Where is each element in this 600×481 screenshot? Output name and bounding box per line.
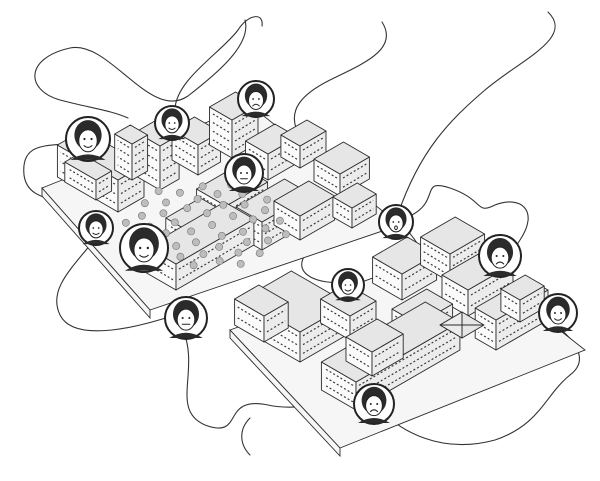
person-avatar: [164, 296, 208, 340]
activity-dot: [159, 209, 168, 218]
person-avatar: [65, 116, 111, 162]
building: [273, 180, 336, 241]
activity-dot: [121, 218, 130, 227]
activity-dot: [183, 204, 192, 212]
person-avatar: [119, 223, 169, 273]
building: [280, 119, 327, 169]
activity-dot: [199, 250, 208, 258]
activity-dot: [261, 206, 269, 215]
activity-dot: [208, 221, 217, 229]
activity-dot: [189, 261, 198, 270]
activity-dot: [215, 257, 224, 265]
activity-dot: [219, 200, 228, 209]
activity-dot-cluster: [121, 180, 290, 270]
activity-dot: [242, 238, 251, 246]
activity-dot: [215, 242, 224, 251]
activity-dot: [263, 195, 271, 204]
person-avatar: [237, 80, 275, 118]
person-avatar: [154, 105, 190, 141]
activity-dot: [255, 249, 264, 257]
building: [114, 124, 149, 181]
building: [332, 182, 377, 229]
building: [345, 318, 404, 377]
activity-dot: [213, 190, 222, 198]
activity-dot: [236, 259, 245, 268]
activity-dot: [172, 242, 181, 250]
person-avatar: [378, 204, 414, 240]
activity-dot: [175, 188, 184, 197]
activity-dot: [154, 187, 163, 195]
person-avatar: [478, 234, 522, 278]
activity-dot: [162, 198, 170, 207]
activity-dot: [264, 236, 272, 245]
activity-dot: [193, 195, 202, 203]
activity-dot: [234, 248, 243, 257]
person-avatar: [538, 293, 578, 333]
activity-dot: [240, 200, 249, 209]
activity-dot: [176, 252, 185, 261]
activity-dot: [281, 230, 290, 239]
avatar-layer: [65, 80, 578, 425]
activity-dot: [229, 212, 237, 220]
activity-dot: [137, 211, 146, 220]
person-avatar: [78, 210, 114, 246]
building: [500, 274, 545, 323]
activity-dot: [249, 215, 257, 224]
activity-dot: [191, 238, 200, 247]
building: [64, 152, 113, 201]
activity-dot: [275, 216, 284, 225]
activity-dot: [239, 227, 247, 236]
building: [234, 284, 289, 343]
person-avatar: [353, 383, 395, 425]
activity-dot: [261, 224, 270, 233]
person-avatar: [224, 153, 264, 193]
activity-dot: [198, 182, 207, 191]
activity-dot: [170, 218, 179, 227]
activity-dot: [203, 209, 211, 218]
pyramid-roof: [439, 311, 485, 339]
activity-dot: [140, 199, 149, 208]
activity-dot: [217, 231, 226, 240]
person-avatar: [331, 268, 365, 302]
activity-dot: [187, 227, 195, 236]
